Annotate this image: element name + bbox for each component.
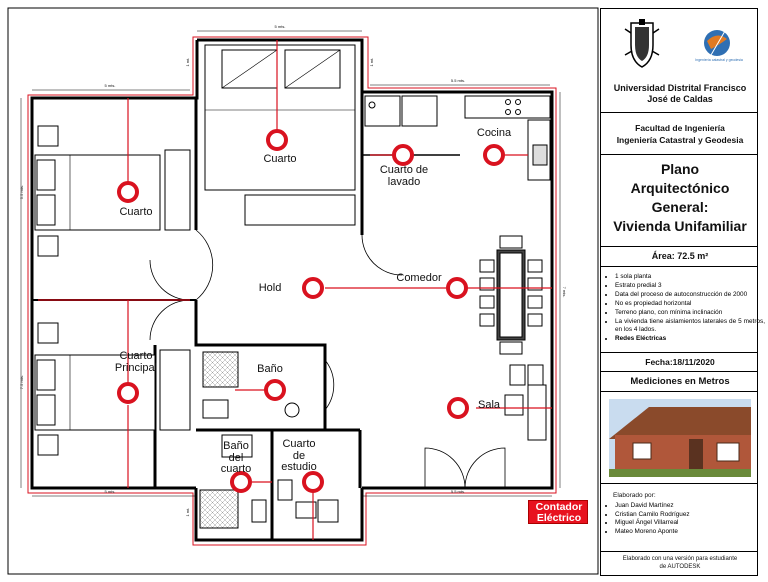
dining-table [479, 235, 543, 355]
date-value: Fecha:18/11/2020 [645, 357, 715, 367]
bathroom-fixtures [199, 351, 339, 529]
house-photo [609, 399, 751, 477]
dim-right-side: 7 mts. [562, 286, 568, 298]
dim-left-top: 5 mts. [104, 83, 116, 88]
bed-top-room [204, 44, 356, 226]
footer-line1: Elaborado con una versión para estudiant… [622, 556, 738, 562]
label-hold: Hold [258, 282, 282, 294]
tb-faculty: Facultad de Ingeniería Ingeniería Catast… [601, 113, 757, 155]
author-item: Juan David Martínez [615, 502, 765, 511]
contador-electrico-box: Contador Eléctrico [528, 500, 588, 524]
floor-plan-svg [7, 7, 599, 575]
elaborated-by-label: Elaborado por: [613, 492, 656, 499]
university-name-line1: Universidad Distrital Francisco [613, 83, 747, 93]
label-cuarto-left: Cuarto [119, 206, 153, 218]
contador-label: Contador Eléctrico [535, 501, 583, 525]
label-cuarto-principal: Cuarto Principal [114, 350, 158, 374]
university-logos [624, 19, 730, 68]
label-cuarto-top: Cuarto [263, 153, 297, 165]
author-item: Miguel Ángel Villarreal [615, 519, 765, 528]
plan-title-3: General: [651, 199, 709, 215]
light-point-hold [302, 277, 324, 299]
kitchen-fixtures [364, 95, 551, 181]
dim-small-a: 1 mt. [184, 57, 190, 67]
logo-right-caption: Ingeniería catastral y geodesia [695, 58, 743, 62]
light-point-cocina [483, 144, 505, 166]
doors [149, 229, 506, 489]
faculty-line2: Ingeniería Catastral y Geodesia [616, 135, 744, 145]
author-item: Mateo Moreno Aponte [615, 528, 765, 537]
university-shield-icon [624, 19, 660, 68]
walls [30, 38, 554, 542]
footer-line2: de AUTODESK [659, 564, 701, 570]
light-point-bano [264, 379, 286, 401]
label-cuarto-lavado: Cuarto de lavado [379, 164, 429, 188]
sheet-frame [7, 7, 599, 575]
label-cocina: Cocina [476, 127, 512, 139]
light-point-sala [447, 397, 469, 419]
dim-left-side-bottom: 7.5 mts. [18, 374, 24, 390]
notes-list: 1 sola planta Estrato predial 3 Data del… [601, 273, 768, 344]
dim-small-b: 1 mt. [368, 57, 374, 67]
tb-notes: 1 sola planta Estrato predial 3 Data del… [601, 267, 765, 353]
tb-footer: Elaborado con una versión para estudiant… [601, 552, 757, 574]
tb-area: Área: 72.5 m² [601, 247, 757, 267]
note-item: Terreno plano, con mínima inclinación [615, 309, 765, 317]
dim-left-side-top: 5.5 mts. [18, 184, 24, 200]
note-item: 1 sola planta [615, 273, 765, 281]
bed-master-room [34, 322, 191, 456]
light-point-cuarto-left [117, 181, 139, 203]
bed-left-room [34, 125, 191, 257]
tb-plan-title: Plano Arquitectónico General: Vivienda U… [601, 155, 757, 247]
living-sofa [504, 364, 547, 441]
tb-measures: Mediciones en Metros [601, 372, 757, 392]
light-point-lavado [392, 144, 414, 166]
university-name-line2: José de Caldas [647, 94, 713, 104]
dim-top: 5 mts. [274, 24, 286, 29]
plan-title-4: Vivienda Unifamiliar [613, 218, 747, 234]
label-bano-cuarto: Baño del cuarto [220, 440, 252, 476]
light-point-comedor [446, 277, 468, 299]
label-sala: Sala [477, 399, 501, 411]
tb-authors: Elaborado por: Juan David Martínez Crist… [601, 484, 757, 552]
tb-photo [601, 392, 757, 484]
label-bano: Baño [257, 363, 283, 375]
dim-bottom-left: 5 mts. [104, 489, 116, 494]
geodesy-logo-icon [704, 30, 730, 56]
dimension-lines [20, 30, 561, 497]
title-block: Ingeniería catastral y geodesia Universi… [600, 8, 765, 576]
authors-list: Juan David Martínez Cristian Camilo Rodr… [601, 502, 768, 537]
area-value: Área: 72.5 m² [651, 251, 709, 261]
tb-date: Fecha:18/11/2020 [601, 353, 757, 372]
light-point-bano-cuarto [230, 471, 252, 493]
tb-university: Ingeniería catastral y geodesia Universi… [601, 9, 757, 113]
light-point-estudio [302, 471, 324, 493]
note-item: No es propiedad horizontal [615, 300, 765, 308]
lot-line [27, 36, 557, 546]
label-comedor: Comedor [396, 272, 442, 284]
light-points [117, 129, 505, 493]
dim-small-c: 1 mt. [184, 507, 190, 517]
note-item: Data del proceso de autoconstrucción de … [615, 291, 765, 299]
measures-label: Mediciones en Metros [630, 376, 730, 387]
plan-title-2: Arquitectónico [630, 180, 730, 196]
light-point-cuarto-principal [117, 382, 139, 404]
dim-bottom-right: 5.5 mts. [450, 489, 466, 494]
electric-circuits [38, 40, 552, 540]
note-item: La vivienda tiene aislamientos laterales… [615, 318, 765, 334]
label-cuarto-estudio: Cuarto de estudio [281, 438, 317, 474]
light-point-cuarto-top [266, 129, 288, 151]
author-item: Cristian Camilo Rodríguez [615, 511, 765, 520]
note-item: Estrato predial 3 [615, 282, 765, 290]
plan-title-1: Plano [660, 161, 700, 177]
note-item: Redes Eléctricas [615, 335, 765, 343]
faculty-line1: Facultad de Ingeniería [635, 123, 725, 133]
dim-right-top: 5.5 mts. [450, 78, 466, 83]
